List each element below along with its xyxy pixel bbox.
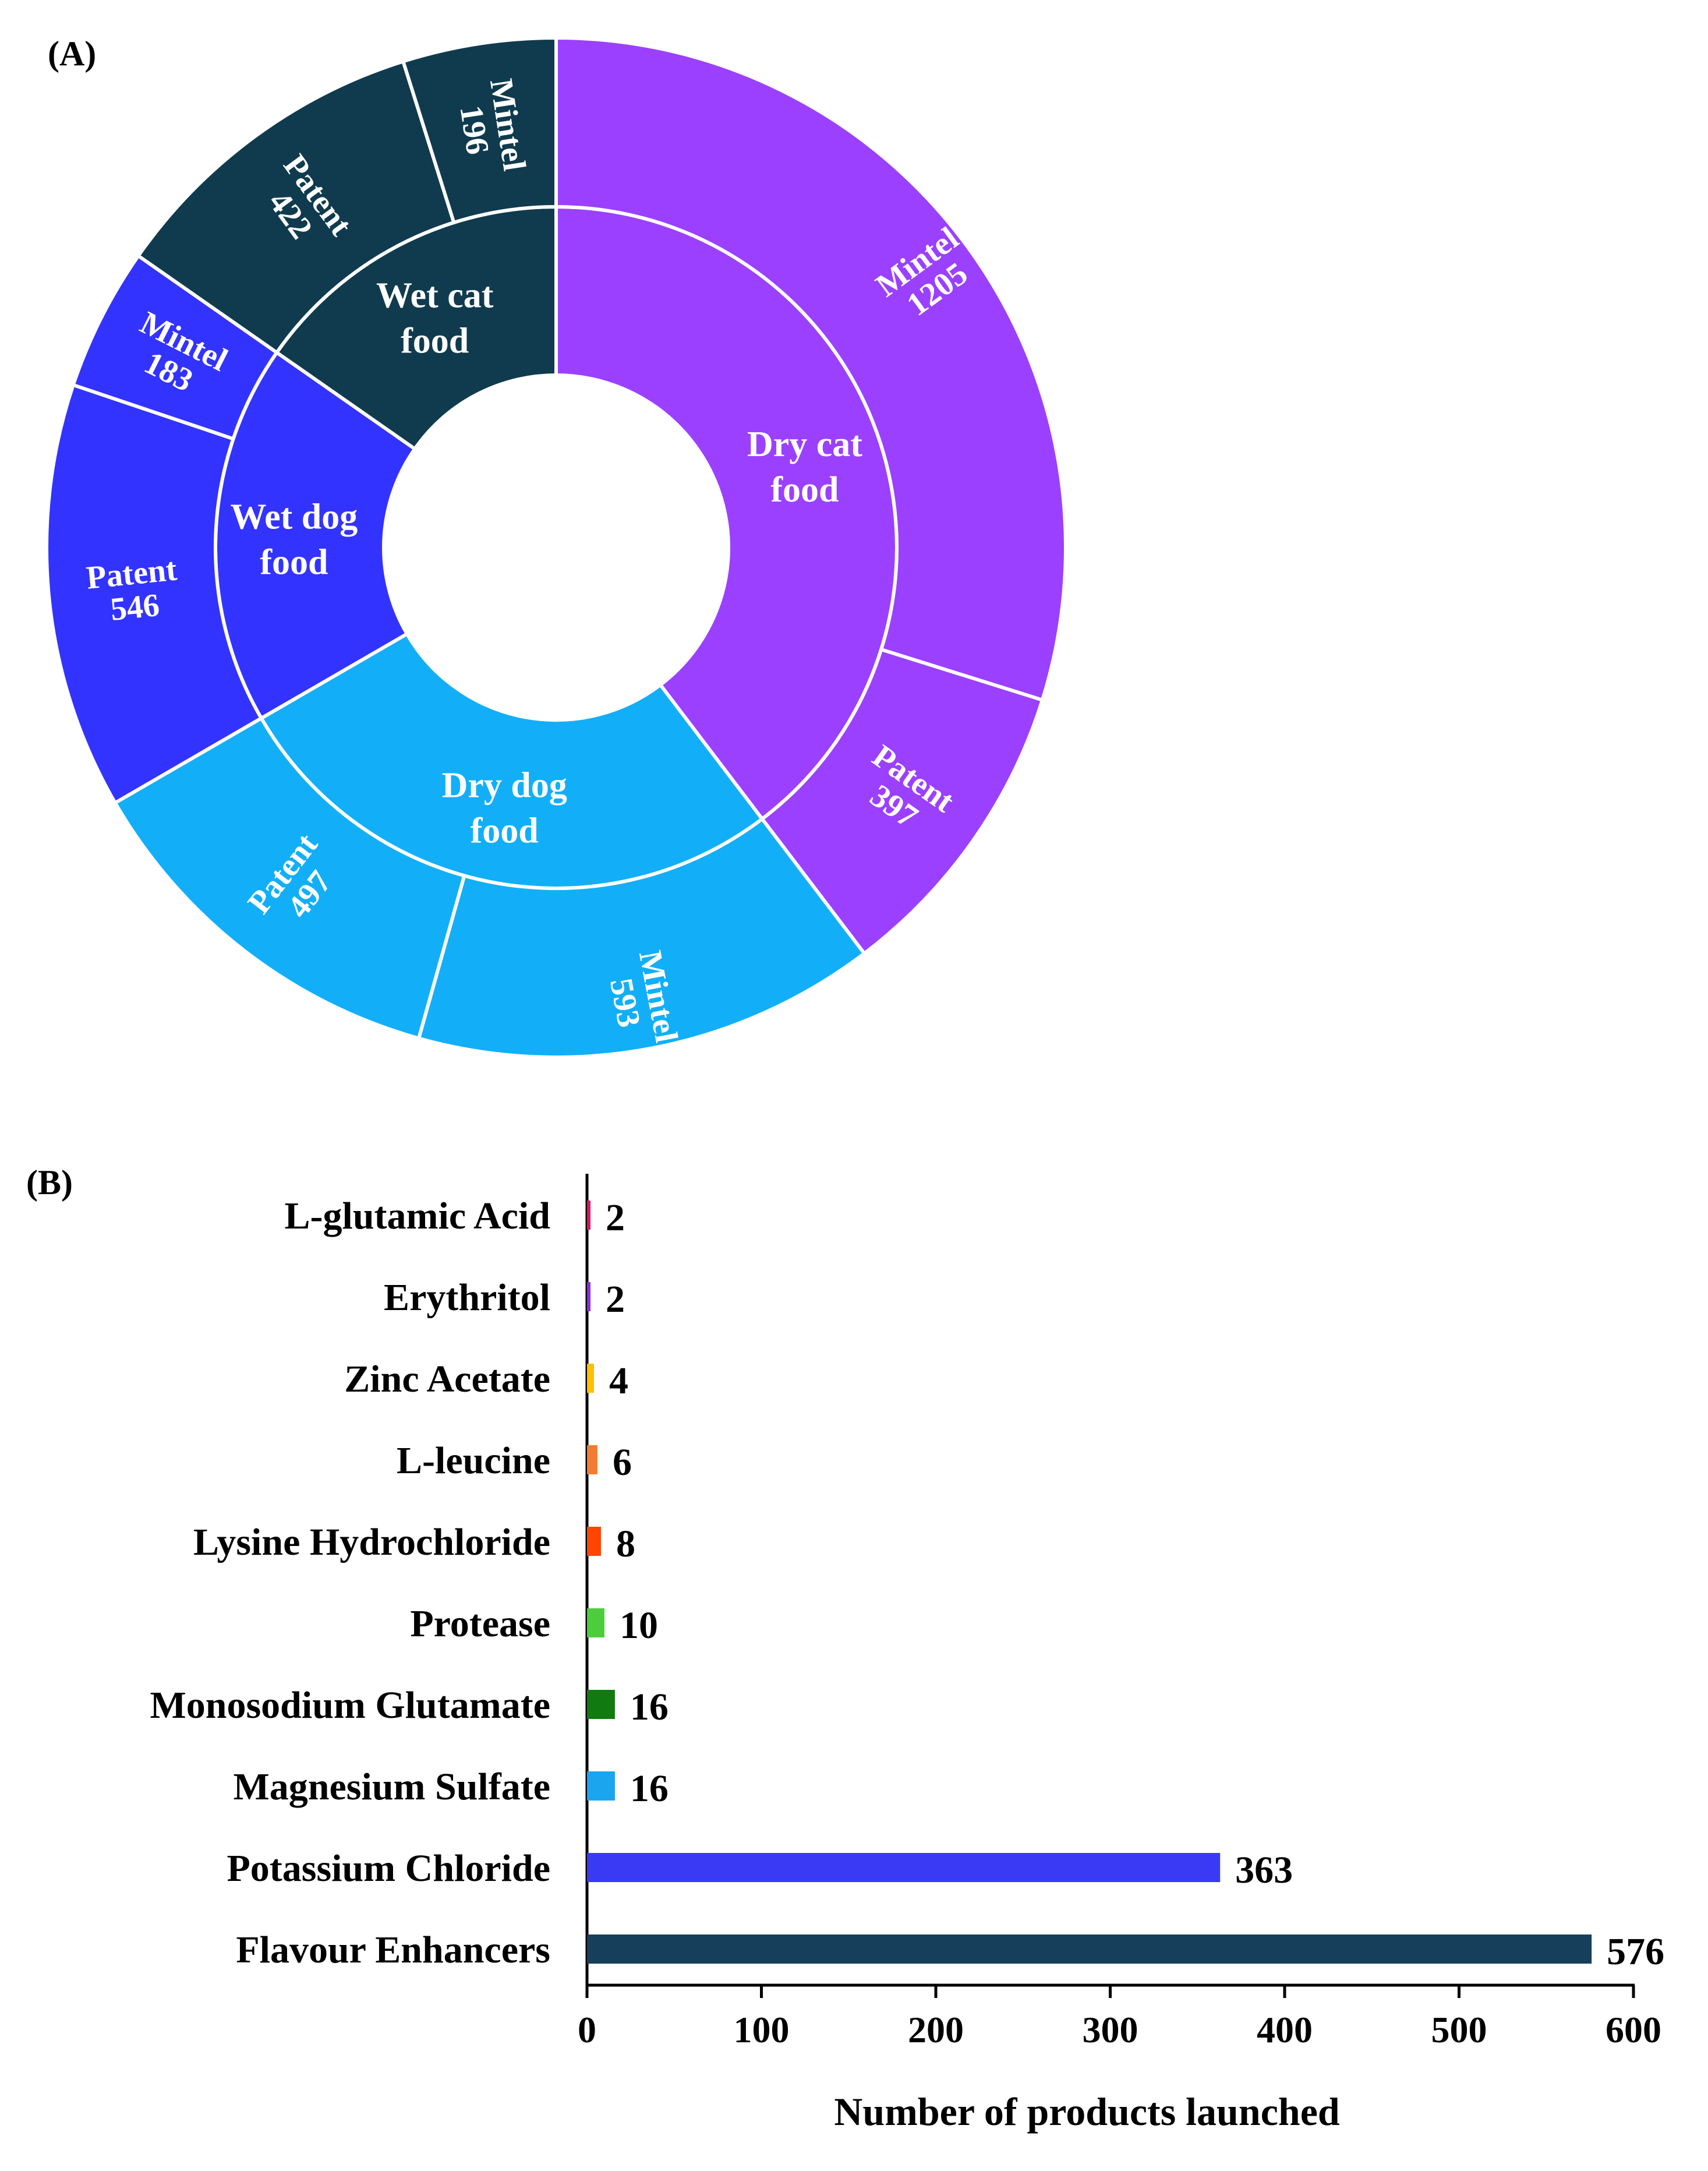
sunburst-outer-dry-dog-food-mintel xyxy=(416,816,867,1059)
category-label-magnesium-sulfate: Magnesium Sulfate xyxy=(234,1766,551,1808)
bar-protease xyxy=(587,1608,604,1637)
sunburst-outer-wet-dog-food-patent xyxy=(45,383,264,806)
bar-monosodium-glutamate xyxy=(587,1690,615,1719)
category-label-potassium-chloride: Potassium Chloride xyxy=(227,1847,550,1890)
value-label-flavour-enhancers: 576 xyxy=(1607,1930,1664,1973)
outer-label-wet-dog-food-patent: Patent546 xyxy=(84,551,182,630)
bar-magnesium-sulfate xyxy=(587,1771,615,1801)
x-tick-label-0: 0 xyxy=(578,2009,596,2050)
category-label-erythritol: Erythritol xyxy=(384,1276,550,1319)
value-label-magnesium-sulfate: 16 xyxy=(630,1767,669,1810)
sunburst-outer-dry-cat-food-mintel xyxy=(554,36,1067,703)
bar-l-leucine xyxy=(587,1445,597,1474)
x-tick-label-400: 400 xyxy=(1257,2009,1313,2050)
bar-lysine-hydrochloride xyxy=(587,1527,601,1556)
category-label-l-glutamic-acid: L-glutamic Acid xyxy=(285,1195,551,1237)
x-tick-label-100: 100 xyxy=(734,2009,790,2050)
value-label-l-glutamic-acid: 2 xyxy=(606,1196,625,1239)
sunburst-outer-wet-cat-food-mintel xyxy=(401,36,558,225)
x-axis-title: Number of products launched xyxy=(834,2089,1340,2134)
x-tick-label-500: 500 xyxy=(1431,2009,1487,2050)
category-label-flavour-enhancers: Flavour Enhancers xyxy=(236,1929,550,1971)
x-tick-label-200: 200 xyxy=(908,2009,964,2050)
bar-potassium-chloride xyxy=(587,1853,1221,1882)
category-label-lysine-hydrochloride: Lysine Hydrochloride xyxy=(193,1521,550,1563)
bar-l-glutamic-acid xyxy=(587,1201,590,1230)
x-tick-label-300: 300 xyxy=(1083,2009,1138,2050)
value-label-protease: 10 xyxy=(620,1604,658,1647)
bar-flavour-enhancers xyxy=(587,1935,1592,1964)
x-tick-label-600: 600 xyxy=(1606,2009,1661,2050)
value-label-potassium-chloride: 363 xyxy=(1235,1849,1293,1891)
value-label-monosodium-glutamate: 16 xyxy=(630,1686,669,1728)
category-label-monosodium-glutamate: Monosodium Glutamate xyxy=(150,1684,550,1727)
bar-erythritol xyxy=(587,1282,590,1311)
sunburst-outer-dry-dog-food-patent xyxy=(112,715,466,1041)
category-label-zinc-acetate: Zinc Acetate xyxy=(344,1358,550,1400)
panel-b-label: (B) xyxy=(26,1163,73,1202)
category-label-protease: Protease xyxy=(410,1602,550,1645)
category-label-l-leucine: L-leucine xyxy=(397,1439,550,1482)
panel-a-label: (A) xyxy=(48,34,96,73)
bar-zinc-acetate xyxy=(587,1364,594,1393)
value-label-l-leucine: 6 xyxy=(613,1441,632,1484)
value-label-erythritol: 2 xyxy=(606,1278,625,1321)
value-label-zinc-acetate: 4 xyxy=(609,1360,628,1402)
value-label-lysine-hydrochloride: 8 xyxy=(616,1523,635,1565)
